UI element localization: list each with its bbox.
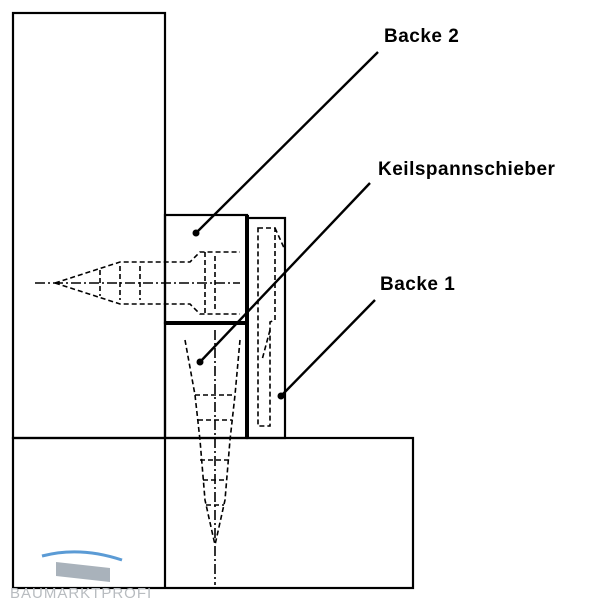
watermark-swoosh [41, 550, 123, 562]
watermark-text: BAUMARKTPROFI [10, 585, 152, 600]
keilspannschieber-leader [199, 182, 371, 363]
jaw-1-plate [245, 216, 287, 440]
horizontal-nail-outline-bottom [54, 282, 240, 315]
vertical-nail-head [195, 394, 235, 506]
jaw-1-hidden-edge [257, 227, 276, 427]
backe-1-leader [280, 299, 376, 397]
vertical-nail-outline-right [214, 339, 241, 546]
watermark-logo: BAUMARKTPROFI [10, 550, 152, 600]
watermark-wedge [56, 562, 110, 582]
horizontal-nail-head [99, 252, 216, 314]
backe-1-label: Backe 1 [380, 274, 455, 295]
backe-2-leader [195, 51, 379, 234]
left-board [11, 11, 167, 440]
jaw-1-taper [261, 227, 286, 361]
jaw-2-block [163, 213, 249, 325]
horizontal-nail-outline-top [54, 251, 240, 284]
keilspannschieber-label: Keilspannschieber [378, 159, 556, 180]
backe-2-label: Backe 2 [384, 26, 459, 47]
vertical-nail-outline-left [184, 339, 216, 546]
